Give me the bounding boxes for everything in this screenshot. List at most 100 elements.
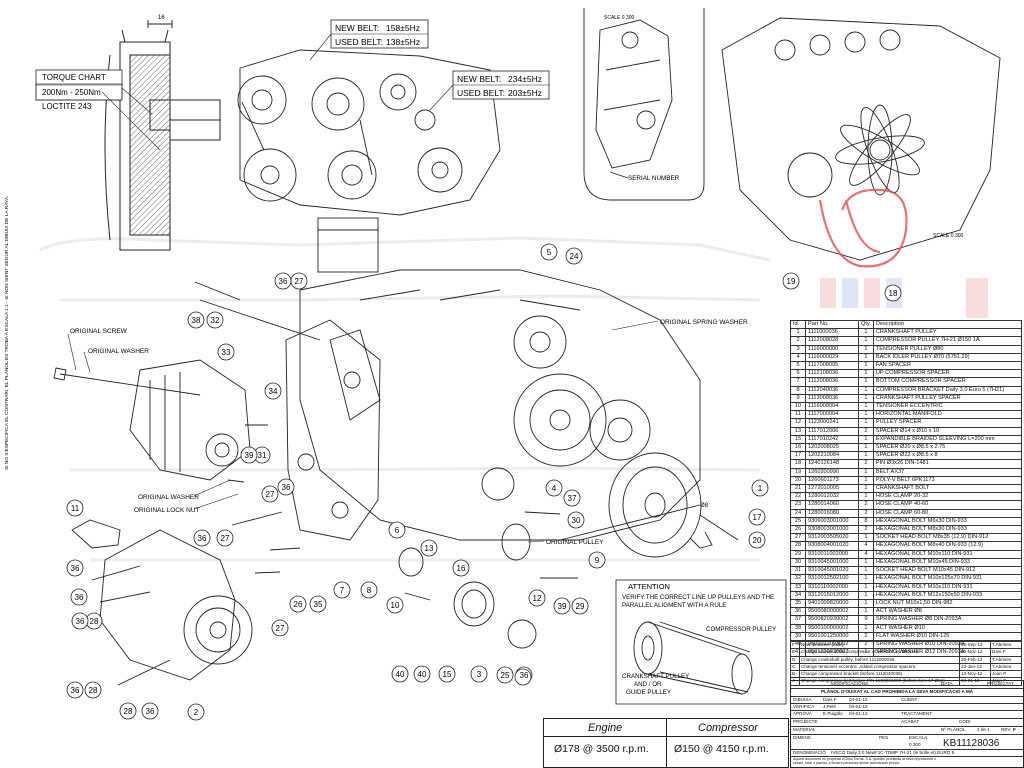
part-id: 19 xyxy=(790,467,806,477)
part-id: 32 xyxy=(790,574,806,584)
part-qty: 1 xyxy=(858,566,874,576)
part-number: 1260200990 xyxy=(805,467,859,477)
part-qty: 1 xyxy=(858,607,874,617)
part-number: 1116000000 xyxy=(805,344,859,354)
balloon-7 xyxy=(333,581,351,599)
part-qty: 1 xyxy=(858,410,874,420)
svg-text:8: 8 xyxy=(367,586,372,595)
part-number: 9401009820000 xyxy=(805,598,859,609)
torque-chart-value: 200Nm - 250Nm xyxy=(42,88,101,97)
part-qty: 2 xyxy=(858,426,874,436)
svg-text:34: 34 xyxy=(269,387,278,396)
part-number: 1117008005 xyxy=(805,361,859,371)
part-qty: 1 xyxy=(858,344,874,354)
part-description: HEXAGONAL BOLT M10x125x70 DIN-931 xyxy=(872,574,1023,584)
approved-by-label: APROVA xyxy=(793,711,812,716)
part-id: 24 xyxy=(790,508,806,518)
drawing-no-label: Nº PLÀNOL xyxy=(941,727,966,732)
part-number: 9310110002000 xyxy=(805,582,859,592)
part-description: HEXAGONAL BOLT M8x30 DIN-933 xyxy=(872,525,1023,535)
part-number: 1202210084 xyxy=(805,451,859,461)
and-or-label: AND / OR xyxy=(634,681,662,688)
svg-text:40: 40 xyxy=(418,670,427,679)
part-id: 18 xyxy=(790,459,806,469)
part-description: ACT WASHER Ø8 xyxy=(872,607,1023,617)
svg-text:28: 28 xyxy=(90,617,99,626)
header-description: Description xyxy=(872,319,1023,330)
part-qty: 1 xyxy=(858,434,874,445)
svg-text:36: 36 xyxy=(282,483,291,492)
part-description: COMPRESSOR PULLEY 7H-21 Ø150 1A xyxy=(872,336,1023,346)
part-number: 1280014060 xyxy=(805,500,859,510)
svg-text:39: 39 xyxy=(245,451,254,460)
revision-author: T.Abrines xyxy=(990,662,1022,672)
balloon-numbers: 1 2 3 4 5 6 7 8 9 10 11 12 13 15 16 17 1… xyxy=(71,248,898,717)
part-number: 1112008028 xyxy=(805,336,859,346)
part-description: SPACER Ø20 x Ø8.5 x 2.75 xyxy=(872,443,1023,453)
svg-text:30: 30 xyxy=(572,516,581,525)
part-id: 20 xyxy=(790,475,806,486)
revision-author: Dani.F xyxy=(990,648,1022,657)
part-qty: 9 xyxy=(858,615,874,625)
part-number: 1112040036 xyxy=(805,385,859,395)
svg-text:29: 29 xyxy=(576,602,585,611)
engine-speed-value: Ø178 @ 3500 r.p.m. xyxy=(554,743,649,755)
pulley-speed-box: Engine Compressor Ø178 @ 3500 r.p.m. Ø15… xyxy=(543,718,789,768)
balloon-17 xyxy=(748,508,766,526)
part-id: 11 xyxy=(790,410,806,420)
part-description: PIN Ø3x26 DIN-1481 xyxy=(872,459,1023,469)
balloon-30 xyxy=(567,511,585,529)
svg-text:7: 7 xyxy=(340,586,345,595)
date-label: DATA xyxy=(941,681,953,686)
balloon-3 xyxy=(470,665,488,683)
part-id: 8 xyxy=(790,385,806,395)
original-spring-washer-label: ORIGINAL SPRING WASHER xyxy=(660,319,748,326)
part-id: 3 xyxy=(790,344,806,354)
part-qty: 1 xyxy=(858,369,874,379)
approved-by-date: 04-01-12 xyxy=(849,711,868,716)
balloon-36e xyxy=(141,702,159,720)
comp-new-belt-value: 234±5Hz xyxy=(508,74,542,84)
verified-by-date: 04-01-12 xyxy=(849,704,868,709)
comp-used-belt-label: USED BELT: xyxy=(457,88,505,98)
svg-text:24: 24 xyxy=(570,252,579,261)
svg-text:35: 35 xyxy=(314,600,323,609)
balloon-9 xyxy=(588,551,606,569)
part-qty: 4 xyxy=(858,541,874,551)
part-number: 1117000004 xyxy=(805,410,859,420)
balloon-36 xyxy=(274,272,292,290)
svg-text:36: 36 xyxy=(146,707,155,716)
revision-description: Change crankshaft pulley, before 1112000… xyxy=(799,655,960,664)
part-id: 2 xyxy=(790,336,806,346)
part-id: 6 xyxy=(790,369,806,379)
compressor-speed-title: Compressor xyxy=(698,722,758,734)
svg-text:28: 28 xyxy=(89,686,98,695)
svg-text:33: 33 xyxy=(222,348,231,357)
balloon-36f xyxy=(71,612,89,630)
revision-date: 20-Feb-13 xyxy=(959,655,991,664)
part-description: FAN SPACER xyxy=(872,361,1023,371)
balloon-20 xyxy=(748,531,766,549)
part-description: PULLEY SPACER xyxy=(872,418,1023,428)
svg-text:15: 15 xyxy=(443,670,452,679)
revision-author: Joan P xyxy=(990,677,1022,686)
crankshaft-pulley-exploded xyxy=(559,452,713,558)
part-description: TENSIONER ECCENTRIC xyxy=(872,402,1023,412)
balloon-36c xyxy=(70,588,88,606)
part-qty: 8 xyxy=(858,516,874,527)
balloon-26b xyxy=(289,595,307,613)
part-description: FLAT WASHER Ø10 DIN-125 xyxy=(872,631,1023,641)
part-number: 9310012502100 xyxy=(805,574,859,584)
engine-front-view xyxy=(237,49,501,273)
svg-text:31: 31 xyxy=(258,451,267,460)
